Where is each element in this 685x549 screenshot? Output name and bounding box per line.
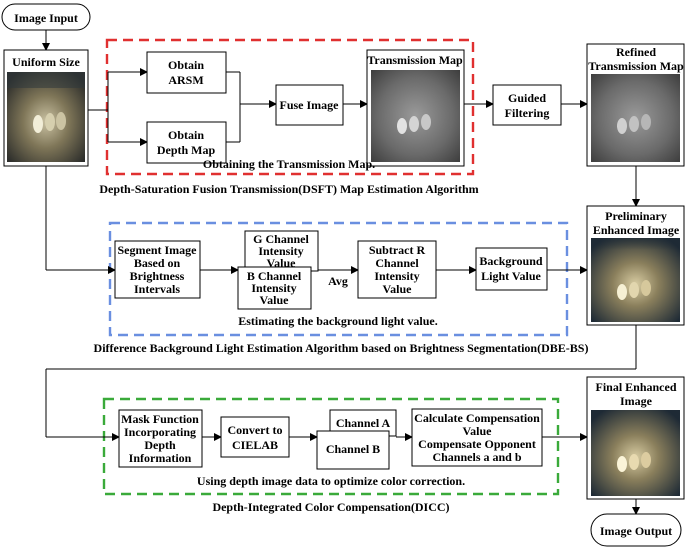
- dbe-title: Difference Background Light Estimation A…: [94, 341, 589, 355]
- convert-line1: Convert to: [228, 423, 283, 437]
- uniform-size-panel: Uniform Size: [3, 49, 89, 167]
- image-input-terminal: Image Input: [1, 3, 91, 31]
- transmission-map-label: Transmission Map: [367, 53, 463, 67]
- background-line1: Background: [479, 254, 542, 268]
- compensate-line4: Channels a and b: [432, 450, 521, 464]
- dbe-inner-caption: Estimating the background light value.: [238, 314, 437, 328]
- dbe-group-frame: [108, 221, 569, 337]
- dicc-group-frame: [102, 397, 560, 496]
- compensate-line3: Compensate Opponent: [418, 437, 536, 451]
- mask-line4: Information: [129, 451, 192, 465]
- fuse-image-label: Fuse Image: [280, 98, 340, 112]
- channel-b-box: Channel B: [316, 430, 390, 470]
- final-enhanced-image: [591, 410, 680, 496]
- obtain-depth-line2: Depth Map: [157, 143, 216, 157]
- obtain-depth-line1: Obtain: [168, 128, 204, 142]
- final-label-line2: Image: [620, 394, 653, 408]
- final-label-line1: Final Enhanced: [595, 380, 676, 394]
- dicc-inner-caption: Using depth image data to optimize color…: [197, 474, 465, 488]
- guided-line2: Filtering: [505, 106, 550, 120]
- dsft-inner-caption: Obtaining the Transmission Map.: [203, 157, 375, 171]
- background-line2: Light Value: [481, 269, 541, 283]
- image-output-terminal: Image Output: [590, 513, 682, 547]
- g-channel-line1: G Channel: [253, 232, 309, 246]
- refined-label-line2: Transmission Map: [588, 59, 684, 73]
- preliminary-label-line1: Preliminary: [605, 209, 667, 223]
- preliminary-label-line2: Enhanced Image: [593, 223, 680, 237]
- background-light-box: Background Light Value: [475, 247, 548, 291]
- preliminary-enhanced-image: [591, 238, 680, 322]
- channel-a-label: Channel A: [336, 416, 391, 430]
- guided-filtering-box: Guided Filtering: [492, 84, 562, 126]
- preliminary-enhanced-panel: Preliminary Enhanced Image: [586, 205, 685, 326]
- subtract-line1: Subtract R: [369, 243, 426, 257]
- obtain-arsm-box: Obtain ARSM: [146, 51, 227, 94]
- guided-line1: Guided: [508, 91, 546, 105]
- dicc-title: Depth-Integrated Color Compensation(DICC…: [212, 500, 449, 514]
- uniform-size-label: Uniform Size: [12, 55, 80, 69]
- dsft-group-frame: [105, 38, 475, 176]
- mask-function-box: Mask Function Incorporating Depth Inform…: [118, 409, 203, 468]
- refined-transmission-image: [591, 74, 680, 162]
- segment-line3: Brightness: [130, 269, 185, 283]
- image-input-label: Image Input: [14, 11, 78, 25]
- b-channel-line1: B Channel: [247, 269, 302, 283]
- transmission-map-panel: Transmission Map: [366, 49, 465, 167]
- subtract-r-box: Subtract R Channel Intensity Value: [357, 240, 437, 299]
- compensation-box: Calculate Compensation Value Compensate …: [411, 408, 543, 467]
- segment-image-box: Segment Image Based on Brightness Interv…: [114, 240, 201, 299]
- mask-line2: Incorporating: [124, 425, 196, 439]
- b-channel-line2: Intensity: [251, 281, 296, 295]
- mask-line3: Depth: [144, 438, 176, 452]
- g-channel-line2: Intensity: [258, 244, 303, 258]
- segment-line2: Based on: [134, 256, 181, 270]
- obtain-arsm-line1: Obtain: [168, 58, 204, 72]
- compensate-line2: Value: [463, 424, 493, 438]
- subtract-line3: Intensity: [374, 269, 419, 283]
- uniform-size-image: [7, 72, 85, 162]
- dsft-title: Depth-Saturation Fusion Transmission(DSF…: [99, 182, 478, 196]
- compensate-line1: Calculate Compensation: [414, 411, 540, 425]
- obtain-depth-map-box: Obtain Depth Map: [146, 121, 227, 164]
- refined-label-line1: Refined: [616, 45, 656, 59]
- obtain-arsm-line2: ARSM: [168, 73, 203, 87]
- refined-transmission-panel: Refined Transmission Map: [586, 43, 685, 167]
- image-output-label: Image Output: [600, 524, 672, 538]
- channel-b-label: Channel B: [326, 442, 380, 456]
- segment-line4: Intervals: [134, 282, 180, 296]
- convert-cielab-box: Convert to CIELAB: [220, 416, 290, 458]
- convert-line2: CIELAB: [232, 438, 278, 452]
- segment-line1: Segment Image: [118, 243, 198, 257]
- transmission-map-image: [371, 70, 460, 162]
- avg-label: Avg: [328, 274, 348, 288]
- subtract-line2: Channel: [375, 256, 419, 270]
- final-enhanced-panel: Final Enhanced Image: [586, 376, 685, 500]
- mask-line1: Mask Function: [121, 412, 199, 426]
- subtract-line4: Value: [383, 282, 413, 296]
- b-channel-box: B Channel Intensity Value: [237, 266, 312, 310]
- g-channel-box: G Channel Intensity Value: [244, 230, 319, 272]
- fuse-image-box: Fuse Image: [275, 84, 344, 126]
- b-channel-line3: Value: [260, 293, 290, 307]
